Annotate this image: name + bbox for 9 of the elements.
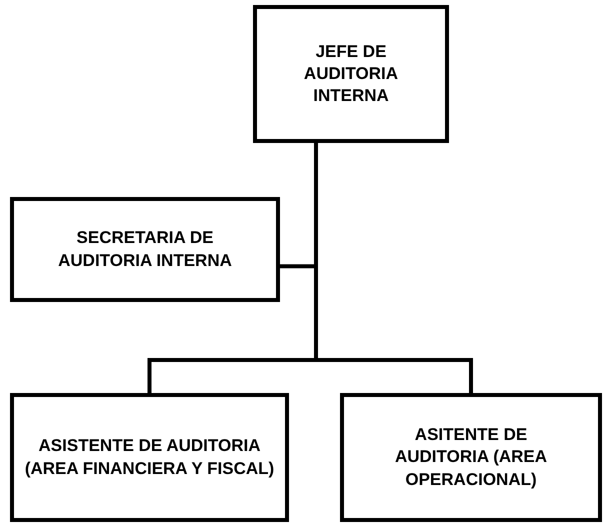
role-title: ASISTENTE DE AUDITORIA (AREA FINANCIERA Y FISCAL) — [24, 435, 274, 480]
org-box — [10, 393, 289, 522]
role-title: SECRETARIA DE AUDITORIA INTERNA — [57, 227, 233, 272]
org-box — [10, 197, 280, 302]
org-box — [340, 393, 602, 522]
role-title: JEFE DE AUDITORIA INTERNA — [302, 40, 400, 108]
org-box — [253, 5, 449, 143]
role-title: ASITENTE DE AUDITORIA (AREA OPERACIONAL) — [394, 424, 548, 491]
connector-line — [314, 143, 473, 393]
